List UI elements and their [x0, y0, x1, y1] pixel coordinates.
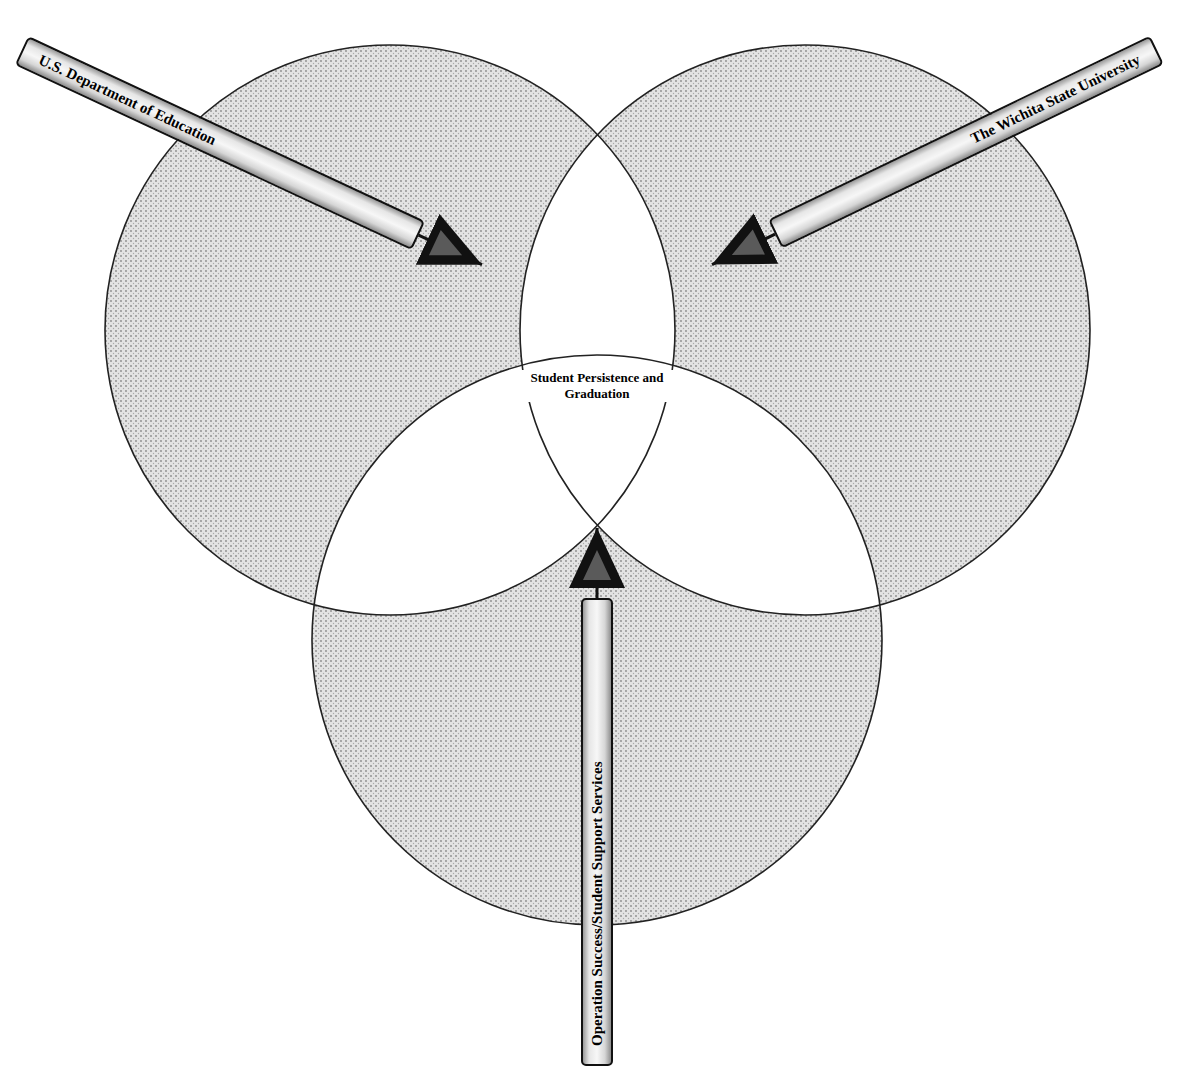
center-label: Student Persistence and Graduation	[520, 370, 674, 402]
arrow-connector	[596, 528, 599, 598]
arrow-connector	[419, 235, 482, 265]
arrow-shaft: The Wichita State University	[768, 36, 1164, 249]
arrow-label: The Wichita State University	[968, 51, 1143, 148]
arrow-label: Operation Success/Student Support Servic…	[588, 761, 606, 1046]
venn-center-region: Student Persistence and Graduation	[482, 262, 712, 528]
arrow-connector	[712, 234, 775, 264]
arrow-shaft: U.S. Department of Education	[15, 36, 425, 250]
arrow-shaft: Operation Success/Student Support Servic…	[581, 598, 613, 1066]
arrow-label: U.S. Department of Education	[36, 50, 219, 148]
